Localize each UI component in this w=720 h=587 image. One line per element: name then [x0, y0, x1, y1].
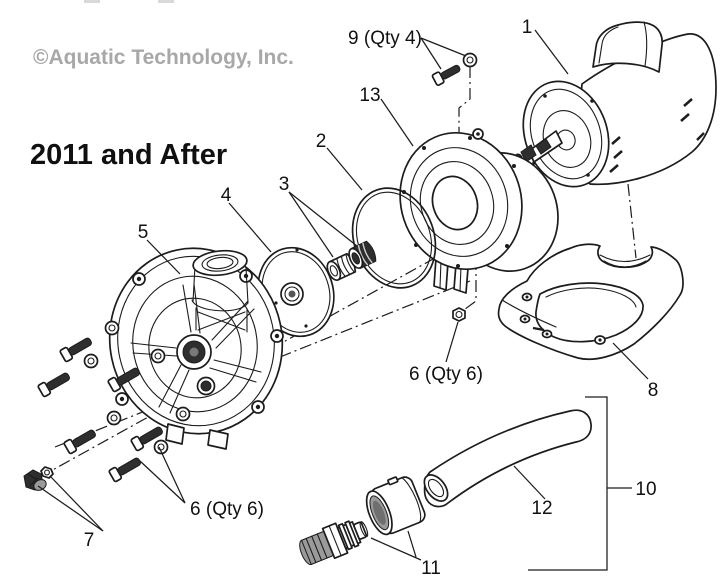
- base-holes: [519, 292, 606, 345]
- seal-head-half: [348, 240, 377, 270]
- label-8: 8: [648, 380, 659, 401]
- motor-vents: [609, 98, 705, 173]
- label-2: 2: [316, 131, 327, 152]
- label-6-qty6-bottom: 6 (Qty 6): [190, 499, 264, 520]
- label-1: 1: [522, 17, 533, 38]
- seal-spring-half: [326, 252, 357, 282]
- drain-plug: [23, 466, 54, 491]
- flange-nut: [452, 307, 466, 322]
- label-3: 3: [279, 174, 290, 195]
- housing-bolts: [37, 337, 163, 483]
- label-9-qty4: 9 (Qty 4): [348, 28, 422, 49]
- shaft-seal: [326, 240, 377, 282]
- pump-housing: [108, 247, 284, 450]
- motor-shaft: [513, 130, 563, 163]
- motor: [513, 21, 717, 188]
- motor-junction-box: [592, 21, 664, 73]
- motor-bolt: [431, 52, 478, 87]
- seal-plate-holes: [402, 136, 516, 268]
- housing-ribs: [130, 283, 262, 414]
- housing-lugs: [115, 269, 284, 414]
- label-10: 10: [635, 479, 656, 500]
- label-5: 5: [138, 222, 149, 243]
- cropped-marks: [84, 0, 174, 3]
- watermark-text: ©Aquatic Technology, Inc.: [33, 46, 294, 69]
- label-13: 13: [359, 85, 380, 106]
- label-4: 4: [221, 185, 232, 206]
- part-labels: 1 2 3 4 5 6 (Qty 6) 6 (Qty 6) 7 8 9 (Qty…: [84, 17, 659, 579]
- motor-base: [497, 243, 684, 361]
- union-adapter: [299, 520, 369, 566]
- union-nut: [365, 476, 426, 536]
- label-6-qty6-middle: 6 (Qty 6): [409, 364, 483, 385]
- page-title: 2011 and After: [30, 139, 227, 171]
- washers: [83, 320, 191, 455]
- label-12: 12: [531, 498, 552, 519]
- hose: [423, 409, 592, 508]
- hose-kit-bracket: [528, 396, 632, 571]
- label-11: 11: [421, 558, 441, 579]
- housing-port: [191, 249, 249, 333]
- leader-lines: [37, 29, 649, 561]
- label-7: 7: [84, 530, 95, 551]
